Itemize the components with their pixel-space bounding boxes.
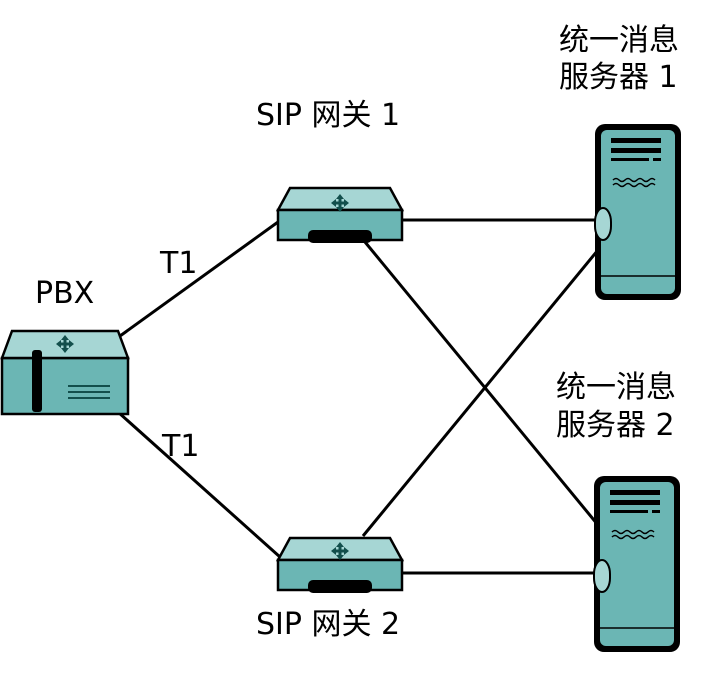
server-1-label-line2: 服务器 1 [559,60,678,95]
server-2-label-line2: 服务器 2 [556,408,675,443]
pbx-label: PBX [35,276,94,311]
link-gateway2-server1 [361,249,600,537]
t1-link-pbx-gateway1 [119,220,279,338]
link-gateway1-server2 [363,241,600,526]
pbx-switch-icon[interactable] [0,329,130,416]
gateway-2-label: SIP 网关 2 [256,607,400,642]
trunk-bottom-label: T1 [161,429,199,464]
t1-link-pbx-gateway2 [116,410,282,559]
server-2-tower-icon[interactable] [593,476,680,652]
gateway-1-label: SIP 网关 1 [256,98,400,133]
connections [116,218,600,575]
trunk-top-label: T1 [159,246,197,281]
server-1-label-line1: 统一消息 [559,23,679,58]
gateway-1-router-icon[interactable] [275,186,405,243]
server-1-tower-icon[interactable] [594,124,681,300]
gateway-2-router-icon[interactable] [275,536,405,593]
server-2-label-line1: 统一消息 [556,370,676,405]
